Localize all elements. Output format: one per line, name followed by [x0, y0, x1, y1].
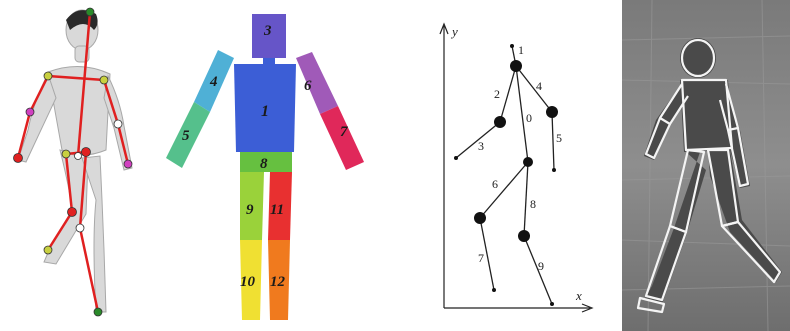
- stick-label-0: 0: [526, 111, 532, 125]
- stick-figure-illustration: y x 1: [430, 0, 600, 331]
- segment-label-right-thigh: 11: [270, 202, 284, 218]
- joint-pelvis: [75, 153, 82, 160]
- joint-knee-right: [518, 230, 530, 242]
- y-axis-label: y: [450, 24, 458, 39]
- joint-right-shoulder: [100, 76, 108, 84]
- stick-label-6: 6: [492, 177, 498, 191]
- segment-label-left-thigh: 9: [246, 202, 254, 218]
- joint-neck: [510, 60, 522, 72]
- joint-elbow-right: [546, 106, 558, 118]
- stick-label-4: 4: [536, 79, 542, 93]
- joint-right-wrist: [124, 160, 132, 168]
- stick-label-3: 3: [478, 139, 484, 153]
- segment-label-right-forearm: 7: [340, 124, 348, 140]
- joint-left-knee: [68, 208, 77, 217]
- walking-person-photo: [622, 0, 790, 331]
- joint-right-elbow: [114, 120, 122, 128]
- segment-right-upper-arm: [296, 52, 338, 114]
- joint-right-knee: [76, 224, 84, 232]
- segment-label-right-upper-arm: 6: [304, 78, 312, 94]
- photo-contour-panel: [622, 0, 790, 331]
- stick-label-5: 5: [556, 131, 562, 145]
- joint-left-elbow: [26, 108, 34, 116]
- segment-label-left-upper-arm: 4: [209, 74, 218, 90]
- skeleton-model-panel: [0, 0, 150, 331]
- joint-right-hip: [82, 148, 91, 157]
- stick-figure-panel: y x 1: [430, 0, 600, 331]
- segment-label-pelvis: 8: [260, 156, 268, 172]
- joint-left-hip: [62, 150, 70, 158]
- x-axis-label: x: [575, 288, 582, 303]
- segment-label-left-forearm: 5: [182, 128, 190, 144]
- segment-label-torso: 1: [261, 103, 269, 120]
- joint-left-shoulder: [44, 72, 52, 80]
- joint-knee: [474, 212, 486, 224]
- skeleton-model-illustration: [0, 0, 150, 331]
- stick-label-9: 9: [538, 259, 544, 273]
- segment-label-right-shin: 12: [270, 274, 286, 290]
- joint-head: [86, 8, 94, 16]
- human-body-figure: [18, 10, 132, 312]
- segment-model-illustration: 3 4 6 1 5 7 8 9 11 10 12: [160, 0, 375, 331]
- stick-label-7: 7: [478, 251, 484, 265]
- stick-label-1: 1: [518, 43, 524, 57]
- segment-neck: [263, 58, 275, 64]
- stick-label-2: 2: [494, 87, 500, 101]
- joint-right-ankle: [94, 308, 102, 316]
- stick-label-8: 8: [530, 197, 536, 211]
- segment-label-left-shin: 10: [240, 274, 256, 290]
- segment-label-head: 3: [263, 23, 272, 39]
- segment-model-panel: 3 4 6 1 5 7 8 9 11 10 12: [160, 0, 375, 331]
- joint-left-ankle: [44, 246, 52, 254]
- joint-hip: [523, 157, 533, 167]
- joint-elbow: [494, 116, 506, 128]
- joint-left-wrist: [14, 154, 23, 163]
